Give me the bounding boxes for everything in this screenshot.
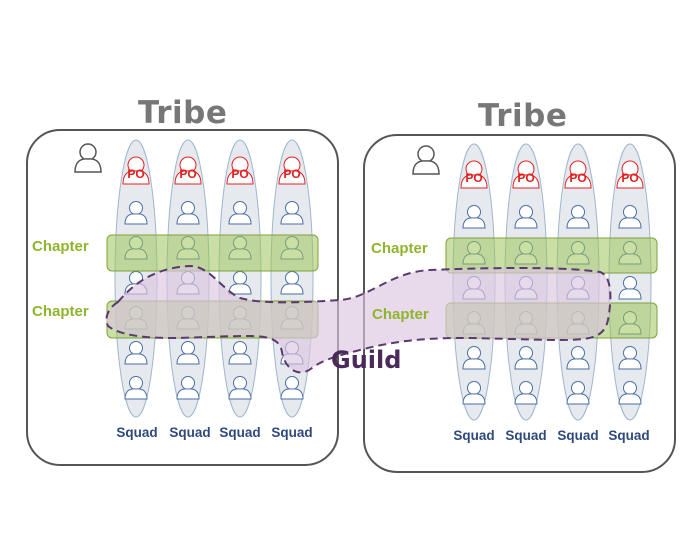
person-icon <box>124 341 148 365</box>
product-owner-icon: PO <box>278 156 306 185</box>
squad-label: Squad <box>271 425 313 440</box>
person-icon <box>514 381 538 405</box>
chapter-band <box>106 234 319 272</box>
person-icon <box>124 201 148 225</box>
person-icon <box>462 381 486 405</box>
person-icon <box>566 381 590 405</box>
person-icon <box>228 341 252 365</box>
tribe-title: Tribe <box>138 95 228 131</box>
person-icon <box>176 201 200 225</box>
person-icon <box>280 271 304 295</box>
person-icon <box>566 346 590 370</box>
product-owner-icon: PO <box>174 156 202 185</box>
chapter-label: Chapter <box>32 303 89 320</box>
product-owner-icon: PO <box>226 156 254 185</box>
po-label: PO <box>283 167 300 181</box>
guild-area <box>105 264 612 374</box>
person-icon <box>618 205 642 229</box>
po-label: PO <box>127 167 144 181</box>
tribe-title: Tribe <box>478 98 568 134</box>
po-label: PO <box>179 167 196 181</box>
product-owner-icon: PO <box>512 160 540 189</box>
person-icon <box>228 376 252 400</box>
person-icon <box>280 201 304 225</box>
po-label: PO <box>517 171 534 185</box>
chapter-label: Chapter <box>371 240 428 257</box>
product-owner-icon: PO <box>122 156 150 185</box>
person-icon <box>514 346 538 370</box>
tribe-lead-icon <box>412 145 440 175</box>
person-icon <box>618 346 642 370</box>
person-icon <box>462 346 486 370</box>
squad-label: Squad <box>219 425 261 440</box>
product-owner-icon: PO <box>564 160 592 189</box>
guild-label: Guild <box>331 346 402 374</box>
person-icon <box>618 276 642 300</box>
chapter-label: Chapter <box>32 238 89 255</box>
person-icon <box>280 376 304 400</box>
squad-label: Squad <box>557 428 599 443</box>
person-icon <box>124 376 148 400</box>
squad-label: Squad <box>169 425 211 440</box>
squad-label: Squad <box>505 428 547 443</box>
po-label: PO <box>621 171 638 185</box>
person-icon <box>228 271 252 295</box>
person-icon <box>618 381 642 405</box>
squad-label: Squad <box>608 428 650 443</box>
person-icon <box>566 205 590 229</box>
product-owner-icon: PO <box>460 160 488 189</box>
tribe-lead-icon <box>74 143 102 173</box>
po-label: PO <box>231 167 248 181</box>
person-icon <box>228 201 252 225</box>
person-icon <box>462 205 486 229</box>
person-icon <box>514 205 538 229</box>
squad-label: Squad <box>116 425 158 440</box>
person-icon <box>176 341 200 365</box>
person-icon <box>176 376 200 400</box>
squad-label: Squad <box>453 428 495 443</box>
po-label: PO <box>569 171 586 185</box>
po-label: PO <box>465 171 482 185</box>
product-owner-icon: PO <box>616 160 644 189</box>
chapter-label: Chapter <box>372 306 429 323</box>
